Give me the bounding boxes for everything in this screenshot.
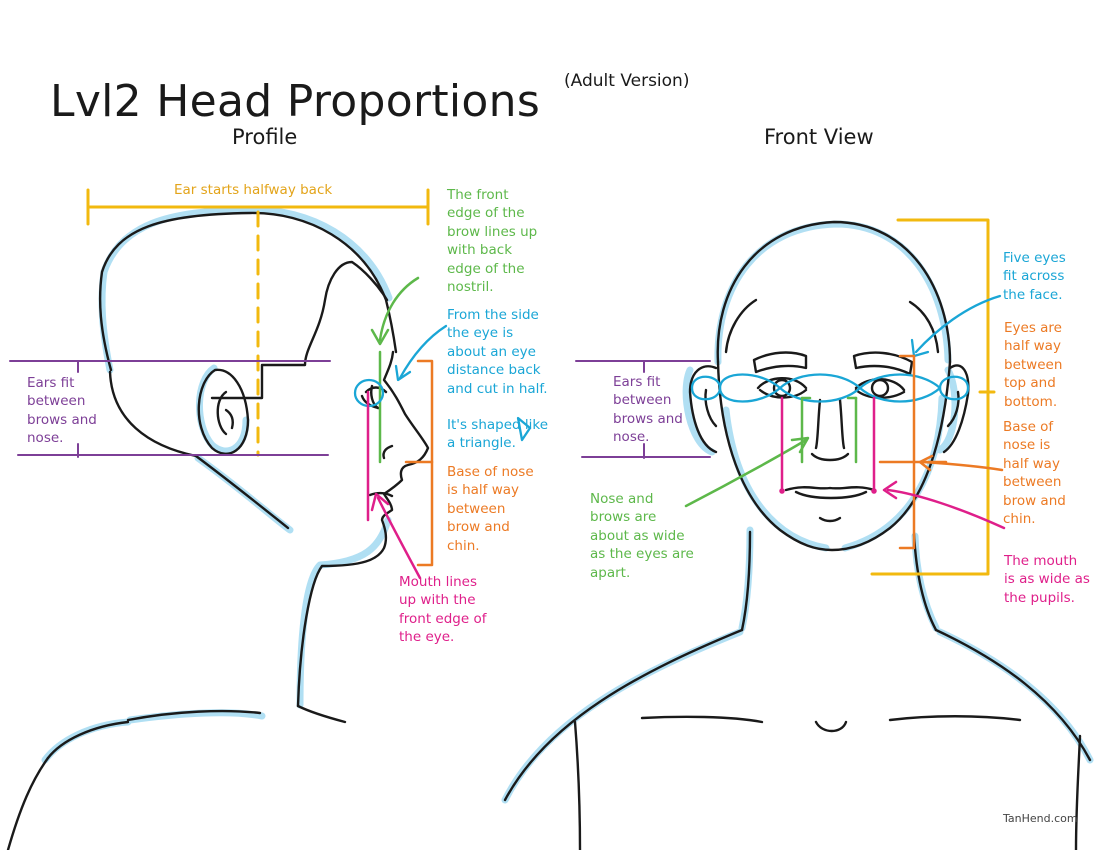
- front-view-heading: Front View: [764, 125, 874, 149]
- five-eyes-note: Five eyes fit across the face.: [1003, 250, 1066, 303]
- profile-head-drawing: [6, 206, 430, 850]
- front-ears-fit-note: Ears fit between brows and nose.: [613, 374, 683, 446]
- page-subtitle: (Adult Version): [564, 71, 690, 91]
- front-guides: [575, 218, 1006, 576]
- front-head-drawing: [501, 220, 1094, 850]
- profile-nose-base-note: Base of nose is half way between brow an…: [447, 464, 534, 554]
- ear-halfway-note: Ear starts halfway back: [174, 182, 333, 198]
- front-nose-base-note: Base of nose is half way between brow an…: [1003, 419, 1066, 528]
- nose-brows-width-note: Nose and brows are about as wide as the …: [590, 491, 694, 581]
- credit-text: TanHend.com: [1003, 812, 1078, 825]
- profile-guides: [9, 188, 532, 580]
- triangle-note: It's shaped like a triangle.: [447, 417, 549, 452]
- mouth-width-note: The mouth is as wide as the pupils.: [1004, 553, 1090, 606]
- mouth-lines-note: Mouth lines up with the front edge of th…: [399, 574, 487, 646]
- page-title: Lvl2 Head Proportions: [50, 76, 541, 128]
- brow-nostril-note: The front edge of the brow lines up with…: [447, 187, 538, 296]
- profile-ears-fit-note: Ears fit between brows and nose.: [27, 375, 97, 447]
- profile-heading: Profile: [232, 125, 298, 149]
- eye-distance-note: From the side the eye is about an eye di…: [447, 307, 548, 397]
- eyes-halfway-note: Eyes are half way between top and bottom…: [1004, 320, 1063, 410]
